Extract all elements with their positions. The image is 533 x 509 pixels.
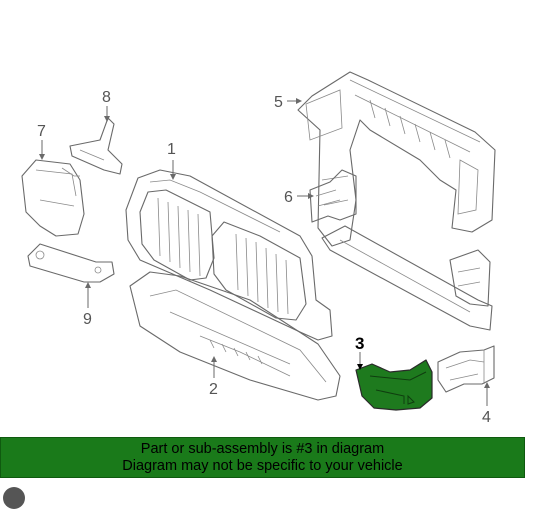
arrow-heads <box>39 98 490 388</box>
parts-diagram: 1 2 3 4 5 6 7 8 9 <box>21 71 496 426</box>
banner-line-2: Diagram may not be specific to your vehi… <box>122 458 403 474</box>
part-1-grille-shutter <box>125 169 333 341</box>
part-2-lower-air-guide <box>129 271 341 401</box>
callout-2: 2 <box>209 381 218 398</box>
part-7-air-duct <box>21 159 85 237</box>
callout-8: 8 <box>102 89 111 106</box>
part-4-side-duct <box>437 345 495 393</box>
part-6-bracket <box>309 169 357 223</box>
callout-7: 7 <box>37 123 46 140</box>
callout-9: 9 <box>83 311 92 328</box>
callout-1: 1 <box>167 141 176 158</box>
part-8-clip-bracket <box>69 117 123 175</box>
callout-5: 5 <box>274 94 283 111</box>
notice-banner: Part or sub-assembly is #3 in diagram Di… <box>0 437 525 478</box>
callout-4: 4 <box>482 409 491 426</box>
callout-3: 3 <box>355 334 364 353</box>
part-5-radiator-support <box>297 71 496 331</box>
part-9-lower-bracket <box>27 243 115 283</box>
corner-badge <box>3 487 25 509</box>
banner-line-1: Part or sub-assembly is #3 in diagram <box>140 441 385 457</box>
callout-6: 6 <box>284 189 293 206</box>
part-3-highlighted-part <box>355 359 433 411</box>
